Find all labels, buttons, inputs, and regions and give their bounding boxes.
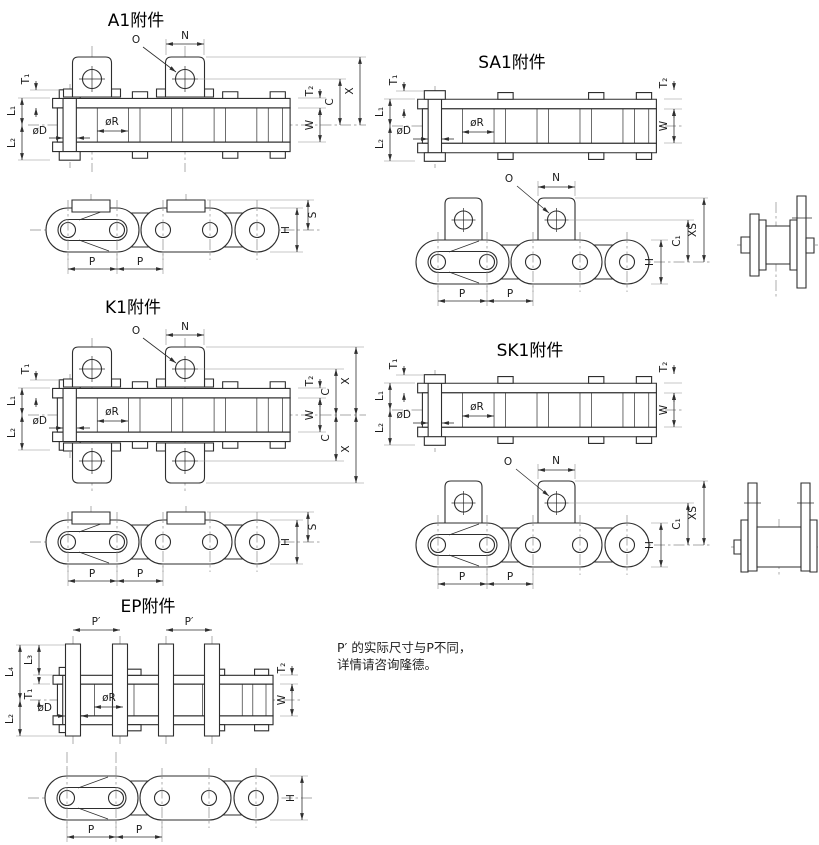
sk1-dim-l2: L₂ — [374, 423, 386, 433]
sk1-diagram: SK1附件 L₁ L₂ T₁ øD øR T₂ W — [374, 341, 818, 589]
a1-dim-s: S — [307, 211, 319, 218]
a1-dim-phid: øD — [32, 125, 47, 137]
footnote-line1: P′ 的实际尺寸与P不同， — [337, 640, 472, 655]
a1-title: A1附件 — [108, 11, 164, 31]
k1-dim-p2: P — [137, 568, 143, 580]
sa1-dim-t2: T₂ — [658, 78, 670, 90]
sk1-dim-phid: øD — [396, 409, 411, 421]
sa1-dim-l2: L₂ — [374, 139, 386, 149]
sa1-dim-xs: XS — [687, 223, 699, 237]
sa1-dim-h: H — [644, 258, 656, 266]
ep-dim-l4: L₄ — [4, 667, 16, 677]
a1-dim-p1: P — [89, 256, 95, 268]
ep-plan-view: H P P — [28, 752, 314, 842]
k1-dim-h: H — [280, 538, 292, 546]
a1-dim-x: X — [344, 87, 356, 94]
a1-dim-h: H — [280, 226, 292, 234]
k1-dim-s: S — [307, 523, 319, 530]
a1-dim-p2: P — [137, 256, 143, 268]
sa1-dim-p1: P — [459, 288, 465, 300]
a1-plan-view: S H P P — [30, 194, 322, 274]
a1-dim-phir: øR — [105, 116, 119, 128]
sk1-dim-n: N — [552, 455, 560, 467]
ep-dim-phid: øD — [37, 702, 52, 714]
sa1-dim-c1: C₁ — [671, 235, 683, 247]
ep-dim-h: H — [285, 794, 297, 802]
a1-dim-w: W — [304, 119, 316, 130]
sa1-plan-view: N O XS C₁ H P P — [415, 172, 712, 306]
sk1-end-view — [731, 483, 818, 577]
k1-dim-n: N — [181, 321, 189, 333]
sk1-dim-c1: C₁ — [671, 518, 683, 530]
a1-dim-l2: L₂ — [6, 138, 18, 148]
sa1-dim-w: W — [658, 120, 670, 131]
a1-dim-c: C — [324, 98, 336, 105]
k1-dim-t1: T₁ — [20, 364, 32, 376]
k1-dim-x-top: X — [340, 377, 352, 384]
sa1-dim-l1: L₁ — [374, 107, 386, 117]
sa1-dim-phid: øD — [396, 125, 411, 137]
footnote: P′ 的实际尺寸与P不同， 详情请咨询隆德。 — [337, 639, 557, 673]
sa1-side-view: L₁ L₂ T₁ øD øR T₂ W — [374, 75, 684, 168]
ep-title: EP附件 — [121, 597, 176, 617]
ep-dim-p2: P — [136, 824, 142, 836]
k1-diagram: K1附件 N O L₁ L₂ T₁ ø — [6, 298, 366, 586]
k1-dim-t2: T₂ — [304, 376, 316, 388]
sk1-dim-w: W — [658, 404, 670, 415]
a1-dim-l1: L₁ — [6, 106, 18, 116]
sk1-dim-h: H — [644, 541, 656, 549]
k1-dim-l1: L₁ — [6, 396, 18, 406]
k1-plan-view: S H P P — [30, 506, 322, 586]
ep-dim-phir: øR — [102, 692, 116, 704]
sk1-dim-p1: P — [459, 571, 465, 583]
a1-side-view: N O L₁ L₂ T₁ øD øR T₂ W C X — [6, 30, 366, 172]
k1-dim-l2: L₂ — [6, 428, 18, 438]
ep-dim-t1: T₁ — [23, 689, 35, 701]
k1-dim-x-bottom: X — [340, 445, 352, 452]
sa1-dim-n: N — [552, 172, 560, 184]
sk1-dim-l1: L₁ — [374, 391, 386, 401]
sa1-dim-t1: T₁ — [388, 75, 400, 87]
sk1-dim-t1: T₁ — [388, 359, 400, 371]
k1-title: K1附件 — [105, 298, 161, 318]
k1-dim-phir: øR — [105, 406, 119, 418]
sk1-title: SK1附件 — [497, 341, 564, 361]
ep-dim-pprime2: P′ — [185, 616, 194, 628]
ep-dim-t2: T₂ — [276, 663, 288, 675]
k1-dim-c-top: C — [320, 388, 332, 395]
ep-dim-l3: L₃ — [23, 655, 35, 665]
sk1-side-view: L₁ L₂ T₁ øD øR T₂ W — [374, 359, 684, 452]
sa1-title: SA1附件 — [478, 53, 546, 73]
sk1-dim-t2: T₂ — [658, 362, 670, 374]
a1-dim-n: N — [181, 30, 189, 42]
ep-diagram: EP附件 P′ P′ L₄ L₂ L₃ T₁ øD øR — [4, 597, 314, 842]
ep-dim-pprime1: P′ — [92, 616, 101, 628]
a1-dim-t1: T₁ — [20, 74, 32, 86]
sa1-end-view — [737, 196, 818, 298]
k1-dim-p1: P — [89, 568, 95, 580]
sa1-diagram: SA1附件 L₁ L₂ T₁ øD øR T₂ W — [374, 53, 818, 306]
sk1-dim-o: O — [504, 456, 512, 468]
footnote-line2: 详情请咨询隆德。 — [337, 657, 438, 672]
sk1-dim-p2: P — [507, 571, 513, 583]
ep-dim-l2: L₂ — [4, 714, 16, 724]
ep-side-view: P′ P′ L₄ L₂ L₃ T₁ øD øR T₂ W — [4, 616, 300, 744]
a1-diagram: A1附件 N O L₁ L₂ T₁ øD øR T₂ W — [6, 11, 366, 274]
sa1-dim-phir: øR — [470, 117, 484, 129]
sk1-dim-xs: XS — [687, 506, 699, 520]
k1-dim-phid: øD — [32, 415, 47, 427]
sk1-dim-phir: øR — [470, 401, 484, 413]
a1-dim-t2: T₂ — [304, 86, 316, 98]
sk1-plan-view: N O XS C₁ H P P — [415, 455, 712, 589]
ep-dim-p1: P — [88, 824, 94, 836]
sa1-dim-p2: P — [507, 288, 513, 300]
a1-dim-o: O — [132, 34, 140, 46]
k1-side-view: N O L₁ L₂ T₁ øD øR T₂ W C C X X — [6, 321, 366, 492]
k1-dim-o: O — [132, 325, 140, 337]
k1-dim-w: W — [304, 409, 316, 420]
k1-dim-c-bottom: C — [320, 434, 332, 441]
ep-dim-w: W — [276, 694, 288, 705]
sa1-dim-o: O — [505, 173, 513, 185]
